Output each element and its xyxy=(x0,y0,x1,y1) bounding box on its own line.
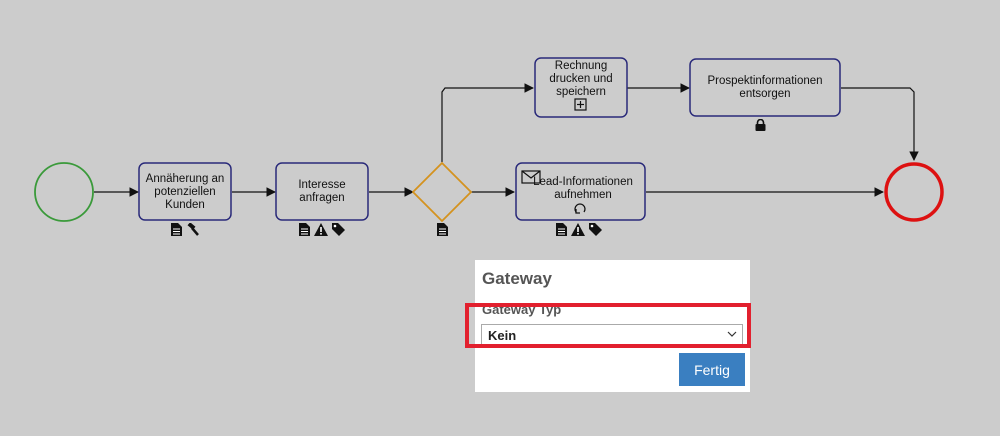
task-capture-lead[interactable] xyxy=(515,162,646,221)
document-icon[interactable] xyxy=(299,222,310,236)
task-print-invoice[interactable] xyxy=(534,57,628,118)
end-event[interactable] xyxy=(884,162,944,222)
markers-gateway xyxy=(432,222,452,236)
markers-request-interest xyxy=(287,222,357,236)
warning-icon[interactable] xyxy=(571,222,585,236)
task-label-capture-lead: Lead-Informationen aufnehmen xyxy=(533,176,633,201)
document-icon[interactable] xyxy=(556,222,567,236)
done-button[interactable]: Fertig xyxy=(679,353,745,386)
start-event[interactable] xyxy=(34,162,94,222)
document-icon[interactable] xyxy=(170,222,182,236)
task-label-dispose-prospect: Prospektinformationen entsorgen xyxy=(707,75,823,100)
tag-icon[interactable] xyxy=(332,222,345,236)
panel-title: Gateway xyxy=(482,269,552,288)
loop-icon xyxy=(574,203,586,214)
task-label-approach: Annäherung an potenziellen Kunden xyxy=(145,172,225,211)
task-dispose-prospect[interactable] xyxy=(689,58,841,117)
exclusive-gateway[interactable] xyxy=(411,161,473,223)
subprocess-plus-icon xyxy=(574,98,587,111)
highlight-box xyxy=(465,303,751,348)
flow-gateway-to-invoice xyxy=(441,83,534,162)
flow-prospect-to-end xyxy=(841,87,919,161)
envelope-icon xyxy=(521,170,541,184)
warning-icon[interactable] xyxy=(314,222,328,236)
hammer-icon[interactable] xyxy=(186,222,200,236)
task-request-interest[interactable] xyxy=(275,162,369,221)
markers-capture-lead xyxy=(544,222,614,236)
gateway-type-value: Kein xyxy=(488,328,517,343)
sequence-flows xyxy=(94,83,919,197)
gateway-properties-panel: Gateway Gateway Typ Kein Fertig xyxy=(475,260,750,392)
document-icon[interactable] xyxy=(436,222,448,236)
task-label-print-invoice: Rechnung drucken und speichern xyxy=(549,60,613,98)
markers-dispose-prospect xyxy=(750,118,770,132)
markers-approach xyxy=(160,222,210,236)
chevron-down-icon xyxy=(727,331,737,337)
tag-icon[interactable] xyxy=(589,222,602,236)
task-approach[interactable] xyxy=(138,162,232,221)
lock-icon[interactable] xyxy=(755,119,766,131)
task-label-request-interest: Interesse anfragen xyxy=(298,179,346,204)
